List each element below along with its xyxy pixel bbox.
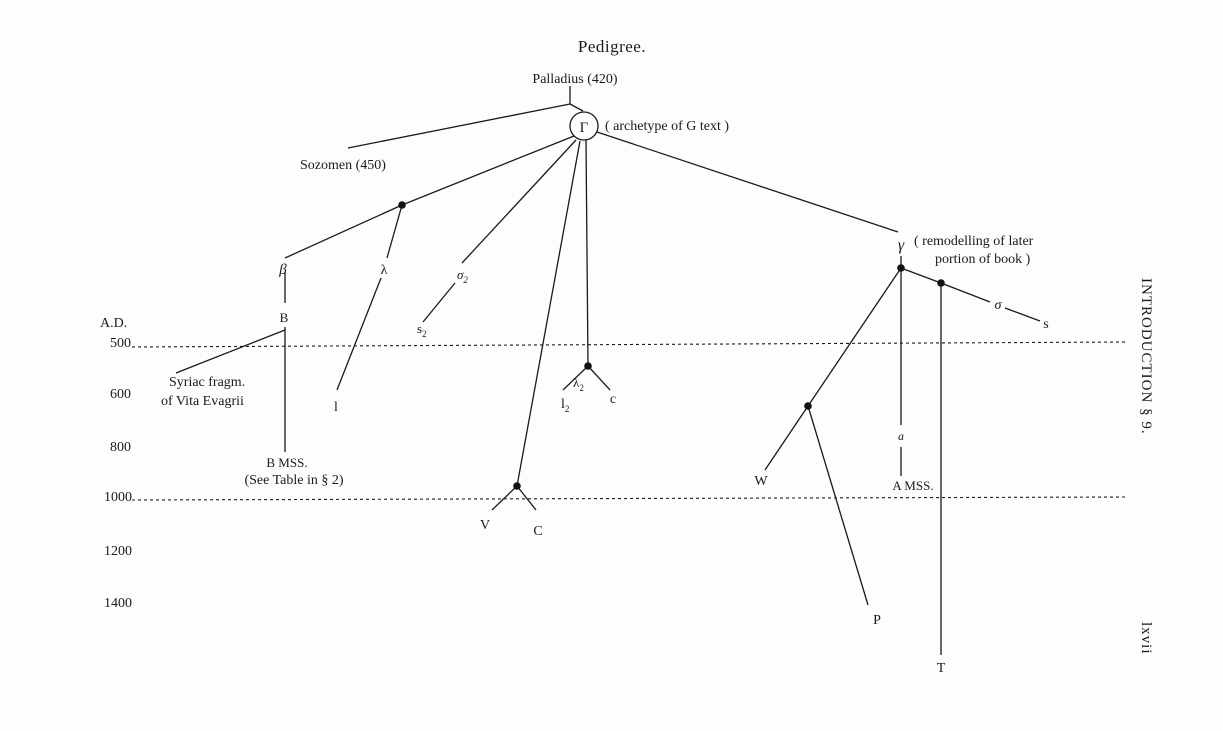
label-lambda2: λ2 — [573, 375, 584, 393]
label-see-table: (See Table in § 2) — [244, 473, 343, 488]
diagram-title: Pedigree. — [578, 37, 646, 56]
year-1200: 1200 — [104, 544, 132, 559]
line-node-to-v — [491, 485, 518, 511]
year-600: 600 — [110, 387, 131, 402]
line-gamma-to-gamma-lower — [596, 131, 899, 233]
year-1000: 1000 — [104, 490, 132, 505]
line-gamma-to-lambda2 — [585, 139, 589, 367]
node-lambda2 — [584, 362, 592, 370]
line-node-to-p — [807, 405, 869, 606]
year-800: 800 — [110, 440, 131, 455]
line-sigma2-to-s2 — [422, 282, 456, 323]
label-b-upper: B — [280, 310, 289, 325]
label-gamma-upper: Γ — [580, 120, 589, 136]
dashed-line-1000 — [131, 496, 1126, 501]
label-sozomen: Sozomen (450) — [300, 158, 386, 173]
label-remodelling-line2: portion of book ) — [935, 252, 1031, 267]
node-beta-lambda — [398, 201, 406, 209]
label-lambda: λ — [381, 263, 388, 278]
label-l2: l2 — [561, 397, 569, 414]
label-gamma-lower: γ — [898, 237, 905, 254]
line-node-to-w — [764, 405, 809, 471]
node-v-c — [513, 482, 521, 490]
year-500: 500 — [110, 336, 131, 351]
side-caption: INTRODUCTION § 9. — [1138, 278, 1154, 435]
label-sigma: σ — [995, 298, 1003, 313]
line-to-wp-node — [807, 267, 902, 407]
label-l: l — [334, 400, 338, 415]
label-s: s — [1043, 317, 1048, 332]
line-to-sigma — [940, 282, 991, 303]
label-alpha: a — [898, 429, 904, 443]
line-node1-to-lambda — [386, 204, 403, 259]
line-node1-to-beta — [284, 204, 403, 259]
line-gamma-to-vc-node — [516, 140, 581, 487]
label-era: A.D. — [100, 316, 127, 331]
label-c-upper: C — [533, 524, 542, 539]
line-lambda-to-l — [336, 277, 382, 391]
label-sigma2: σ2 — [457, 267, 468, 285]
node-gamma-lower — [897, 264, 905, 272]
label-p: P — [873, 613, 881, 628]
page-number: lxvii — [1138, 622, 1154, 655]
label-remodelling-line1: ( remodelling of later — [914, 234, 1034, 249]
label-t: T — [937, 661, 946, 676]
year-1400: 1400 — [104, 596, 132, 611]
line-to-t-node — [900, 267, 942, 284]
label-c-lower: c — [610, 392, 616, 407]
line-node-to-c — [516, 485, 537, 511]
line-lambda2-to-l2 — [562, 365, 589, 391]
node-w-p — [804, 402, 812, 410]
label-a-mss: A MSS. — [892, 478, 933, 493]
gamma-archetype-circle — [569, 111, 599, 141]
label-b-mss: B MSS. — [266, 455, 307, 470]
label-v: V — [480, 518, 490, 533]
line-to-sozomen — [347, 103, 571, 149]
line-gamma-to-node1 — [401, 135, 575, 206]
label-syriac-line2: of Vita Evagrii — [161, 394, 244, 409]
line-to-gamma-circle — [569, 103, 584, 112]
dashed-line-500 — [131, 341, 1129, 348]
line-lambda2-to-c — [587, 365, 611, 391]
label-syriac-line1: Syriac fragm. — [169, 375, 245, 390]
label-s2: s2 — [417, 321, 427, 339]
line-sigma-to-s — [1004, 307, 1041, 322]
label-archetype-note: ( archetype of G text ) — [605, 119, 729, 134]
line-gamma-to-sigma2 — [461, 139, 577, 264]
node-t — [937, 279, 945, 287]
label-w: W — [754, 474, 768, 489]
label-beta: β — [278, 262, 287, 278]
label-palladius: Palladius (420) — [532, 72, 617, 87]
line-b-to-syriac — [175, 329, 286, 374]
